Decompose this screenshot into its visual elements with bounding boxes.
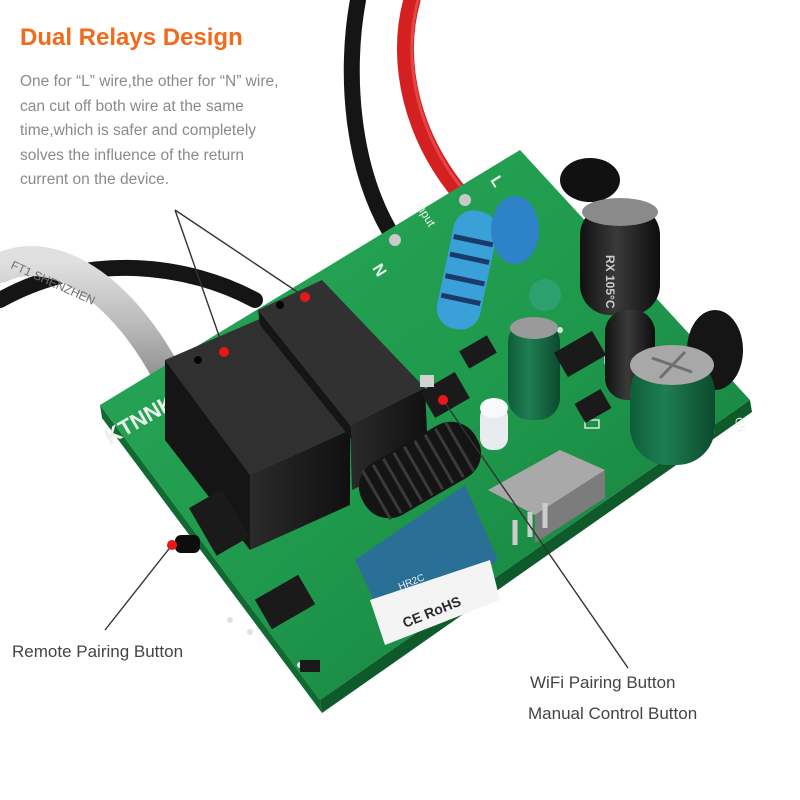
ic-chip [553,330,607,378]
remote-pairing-label: Remote Pairing Button [12,642,184,661]
manual-control-label: Manual Control Button [528,704,698,723]
wifi-pairing-button [420,372,470,418]
description-line: solves the influence of the return [20,146,245,164]
remote-pairing-button [175,489,250,556]
inductor [529,279,561,311]
description-line: time,which is safer and completely [20,122,257,139]
gray-cable [0,246,185,395]
pointer-dot-wifi-button [438,395,448,405]
capacitor-green-small [508,317,560,420]
wires [0,0,479,395]
coil-antenna [358,421,482,520]
black-wire-left [0,259,263,308]
red-wire [396,0,479,214]
capacitor-black: RX 105°C [560,158,660,315]
blue-capacitor [491,196,539,264]
pointer-dots [167,292,448,550]
capacitor-green-large [630,345,715,465]
page-title: Dual Relays Design [20,24,243,51]
ic-chip [459,335,497,369]
description-line: One for “L” wire,the other for “N” wire, [20,73,279,90]
wifi-module: CE RoHS HR2C [355,485,500,645]
relay-right [258,280,428,490]
capacitor-rating: RX 105°C [603,255,617,309]
description-line: current on the device. [20,171,170,188]
description-line: can cut off both wire at the same [20,97,244,115]
ic-chip [254,574,316,630]
smd-part [300,660,320,672]
status-led [480,398,508,450]
feature-description: One for “L” wire,the other for “N” wire,… [20,70,365,193]
black-wire-top [343,0,403,248]
pointer-dot-relay-left [219,347,229,357]
voltage-regulator [488,450,605,545]
resistor [436,210,498,330]
wifi-pairing-label: WiFi Pairing Button [530,673,676,692]
pointer-dot-relay-right [300,292,310,302]
ic-chip [574,388,612,424]
pointer-dot-remote-button [167,540,177,550]
callout-lines [104,209,629,669]
silkscreen-g5: G5 [732,416,746,433]
